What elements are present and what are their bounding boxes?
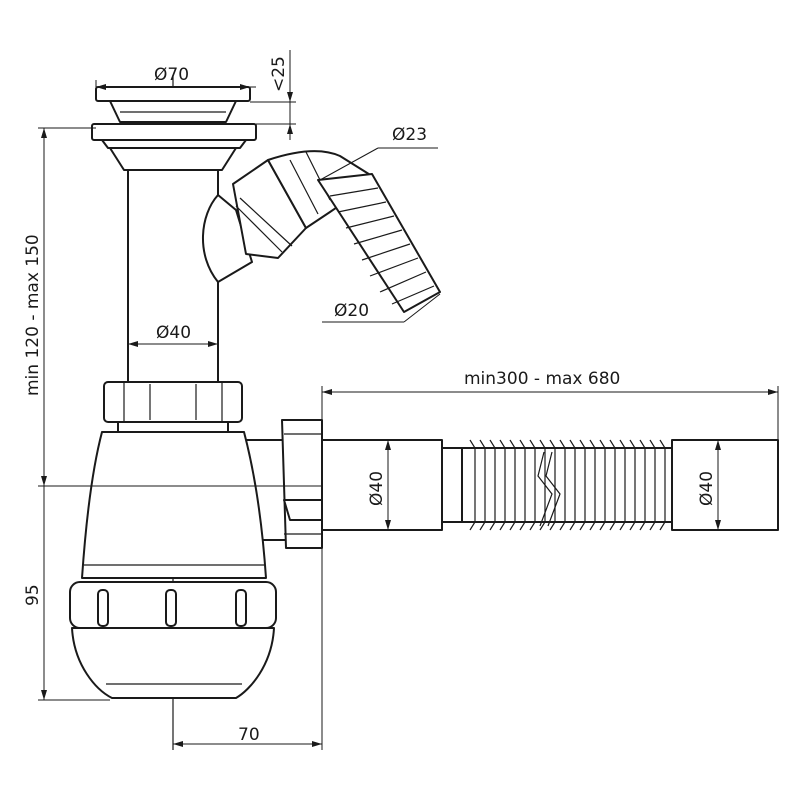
hose-rib — [599, 439, 606, 531]
hose-rib — [559, 439, 566, 531]
hose-rib — [629, 439, 636, 531]
strainer-grate — [91, 86, 257, 171]
label-d40-outlet-left: Ø40 — [367, 471, 387, 506]
label-w70: 70 — [238, 725, 260, 745]
hose-rib — [519, 439, 526, 531]
hose-rib — [649, 439, 656, 531]
hose-rib — [549, 439, 556, 531]
label-d40-outlet-right: Ø40 — [697, 471, 717, 506]
label-length-range: min300 - max 680 — [464, 369, 620, 389]
hose-rib — [469, 439, 476, 531]
corrugation-ribs — [469, 439, 666, 531]
hose-rib — [639, 439, 646, 531]
flex-hose — [321, 439, 779, 531]
hose-barb — [317, 173, 441, 313]
label-d23: Ø23 — [392, 125, 427, 145]
label-height-range: min 120 - max 150 — [23, 234, 43, 396]
label-d70: Ø70 — [154, 65, 189, 85]
dimension-labels: Ø70 <25 Ø23 Ø40 Ø20 min 120 - max 150 mi… — [23, 56, 717, 745]
hose-rib — [619, 439, 626, 531]
hose-rib — [569, 439, 576, 531]
hose-rib — [479, 439, 486, 531]
hose-rib — [579, 439, 586, 531]
hose-rib — [499, 439, 506, 531]
outlet-nut — [281, 419, 323, 549]
bottom-cap — [69, 581, 277, 699]
hose-rib — [609, 439, 616, 531]
dimension-lines — [38, 50, 779, 750]
siphon-bowl — [81, 431, 267, 579]
label-d40-vertical-pipe: Ø40 — [156, 323, 191, 343]
upper-nut — [103, 381, 243, 433]
hose-rib — [659, 439, 666, 531]
label-lt25: <25 — [269, 56, 289, 92]
label-h95: 95 — [23, 584, 43, 606]
hose-rib — [509, 439, 516, 531]
label-d20: Ø20 — [334, 301, 369, 321]
vertical-pipe — [127, 169, 219, 383]
hose-rib — [529, 439, 536, 531]
hose-rib — [589, 439, 596, 531]
hose-rib — [489, 439, 496, 531]
